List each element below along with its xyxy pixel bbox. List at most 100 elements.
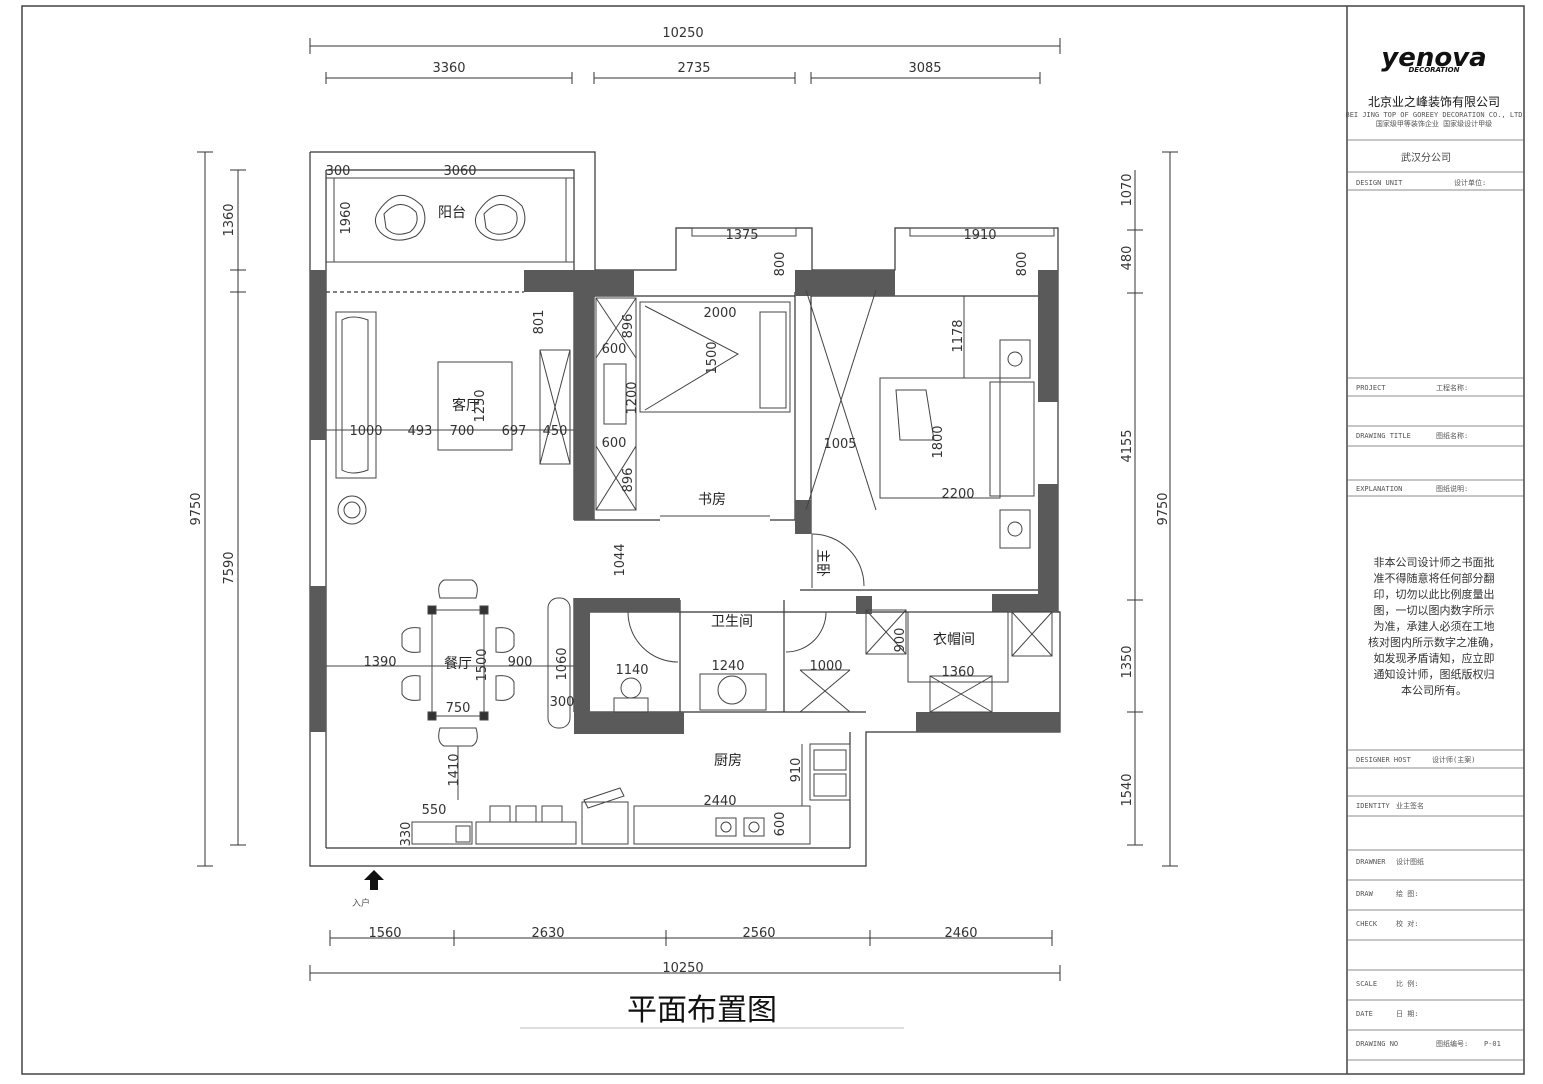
dim-right-seg-5: 1540: [1120, 773, 1135, 806]
dim-bottom-seg-2: 2630: [531, 926, 564, 941]
living-room-furniture: [326, 311, 574, 525]
room-study: 书房: [698, 492, 726, 508]
tb-scale: SCALE: [1356, 980, 1377, 988]
tb-explanation: EXPLANATION: [1356, 485, 1402, 493]
tb-note-line: 本公司所有。: [1401, 683, 1467, 697]
tb-draw: DRAW: [1356, 890, 1374, 898]
tb-note-line: 印，切勿以此比例度量出: [1374, 587, 1495, 601]
tb-drawer: DRAWNER: [1356, 858, 1386, 866]
tb-drawing-no-value: 图纸编号:: [1436, 1039, 1468, 1048]
tb-designer-value: 设计师(主案): [1432, 755, 1475, 764]
dim-450: 450: [543, 424, 568, 439]
dimension-right: [1127, 151, 1178, 867]
entrance-label: 入户: [352, 897, 370, 909]
bathroom-fixtures: [547, 597, 1053, 729]
dim-top-seg-1: 3360: [432, 61, 465, 76]
bay-windows: [691, 227, 1055, 237]
tb-note: 非本公司设计师之书面批 准不得随意将任何部分翻 印，切勿以此比例度量出 图，一切…: [1368, 555, 1500, 697]
dim-1360: 1360: [941, 665, 974, 680]
tb-drawing-title-value: 图纸名称:: [1436, 431, 1468, 440]
entrance-arrow-icon: [364, 870, 384, 890]
dim-top-seg-2: 2735: [677, 61, 710, 76]
dim-top-total: 10250: [662, 26, 703, 41]
title-block-lines: [1347, 139, 1524, 1061]
sheet-border: [21, 5, 1525, 1075]
dim-left-seg-2: 7590: [222, 551, 237, 584]
tb-scale-value: 比 例:: [1396, 979, 1418, 988]
dim-1375: 1375: [725, 228, 758, 243]
tb-date-value: 日 期:: [1396, 1010, 1418, 1018]
dim-750: 750: [446, 701, 471, 716]
dining-furniture: [326, 579, 574, 800]
dim-bottom-seg-1: 1560: [368, 926, 401, 941]
room-closet: 衣帽间: [933, 632, 975, 648]
dim-550: 550: [422, 803, 447, 818]
dim-1005: 1005: [823, 437, 856, 452]
balcony: [326, 177, 574, 263]
company-tag: 国家级甲等装饰企业 国家级设计甲级: [1376, 119, 1492, 128]
dim-3060: 3060: [443, 164, 476, 179]
tb-drawing-no: DRAWING NO: [1356, 1040, 1398, 1048]
dim-1000-b: 1000: [809, 659, 842, 674]
dim-bottom-total: 10250: [662, 961, 703, 976]
brand-sub: DECORATION: [1408, 66, 1459, 74]
tb-drawer-value: 设计图纸: [1396, 857, 1424, 866]
dim-910: 910: [789, 758, 804, 783]
dim-1140: 1140: [615, 663, 648, 678]
branch-name: 武汉分公司: [1401, 151, 1451, 164]
dim-300: 300: [326, 164, 351, 179]
dim-600-b: 600: [602, 436, 627, 451]
dim-600-c: 600: [773, 812, 788, 837]
tb-design-unit: DESIGN UNIT: [1356, 179, 1403, 187]
dim-700: 700: [450, 424, 475, 439]
dim-1044: 1044: [613, 543, 628, 576]
dim-330: 330: [399, 822, 414, 847]
dim-right-seg-2: 480: [1120, 246, 1135, 271]
dim-801: 801: [532, 310, 547, 335]
kitchen-furniture: [411, 743, 851, 845]
dim-1250: 1250: [473, 389, 488, 422]
dim-800-b: 800: [1015, 252, 1030, 277]
dim-right-seg-1: 1070: [1120, 173, 1135, 206]
dim-1500-a: 1500: [705, 341, 720, 374]
dim-right-total: 9750: [1156, 492, 1171, 525]
dim-1240: 1240: [711, 659, 744, 674]
company-en: BEI JING TOP OF GOREEY DECORATION CO., L…: [1345, 111, 1522, 119]
tb-designer: DESIGNER HOST: [1356, 756, 1412, 764]
master-bedroom-furniture: [805, 289, 1035, 588]
dim-900-a: 900: [508, 655, 533, 670]
dim-1500-b: 1500: [475, 648, 490, 681]
dim-right-seg-3: 4155: [1120, 429, 1135, 462]
room-bath: 卫生间: [711, 614, 753, 630]
tb-identity-value: 业主签名: [1396, 801, 1424, 810]
dim-800-a: 800: [773, 252, 788, 277]
room-balcony: 阳台: [438, 205, 466, 221]
study-furniture: [595, 297, 791, 517]
tb-identity: IDENTITY: [1356, 802, 1391, 810]
dim-1390: 1390: [363, 655, 396, 670]
tb-note-line: 准不得随意将任何部分翻: [1374, 571, 1495, 585]
dim-bottom-seg-3: 2560: [742, 926, 775, 941]
tb-draw-value: 绘 图:: [1396, 889, 1418, 898]
dim-896-b: 896: [621, 468, 636, 493]
tb-note-line: 核对图内所示数字之准确，: [1368, 635, 1500, 649]
dimension-bottom: [309, 930, 1061, 981]
dim-bottom-seg-4: 2460: [944, 926, 977, 941]
dim-900-b: 900: [893, 628, 908, 653]
tb-drawing-title: DRAWING TITLE: [1356, 432, 1411, 440]
tb-explanation-value: 图纸说明:: [1436, 484, 1468, 493]
dim-300-b: 300: [550, 695, 575, 710]
dim-left-seg-1: 1360: [222, 203, 237, 236]
dim-697: 697: [502, 424, 527, 439]
tb-design-unit-value: 设计单位:: [1454, 178, 1486, 187]
tb-project: PROJECT: [1356, 384, 1386, 392]
room-kitchen: 厨房: [714, 753, 742, 769]
dim-1800: 1800: [931, 425, 946, 458]
dimension-left: [197, 151, 246, 867]
tb-check-value: 校 对:: [1396, 919, 1418, 928]
walls: [309, 151, 1061, 867]
brand-logo: yenova: [1381, 43, 1486, 73]
dim-left-total: 9750: [189, 492, 204, 525]
